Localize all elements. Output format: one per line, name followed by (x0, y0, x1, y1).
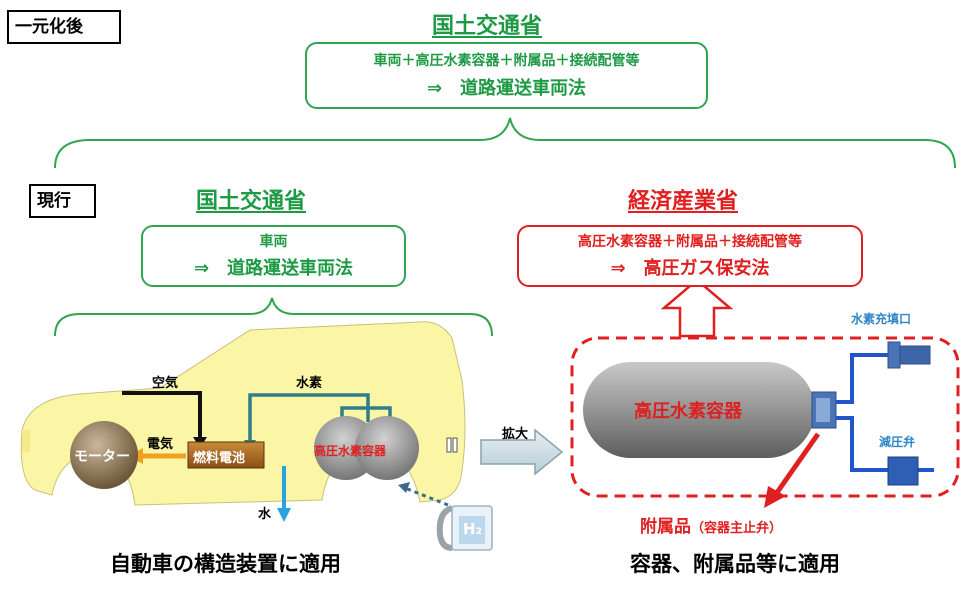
current-tag: 現行 (29, 184, 96, 218)
pipe-receptacle (836, 353, 892, 404)
dispenser-hose (436, 505, 454, 551)
tank-right-shape (355, 416, 419, 480)
big-tank-label: 高圧水素容器 (634, 401, 742, 422)
current-left-items: 車両 (259, 234, 288, 250)
up-arrow (660, 278, 734, 338)
pipe-regulator (836, 416, 888, 472)
current-right-law: ⇒ 高圧ガス保安法 (610, 258, 770, 279)
receptacle-shape (887, 341, 901, 369)
after-ministry-title: 国土交通省 (432, 14, 543, 39)
current-left-ministry-title: 国土交通省 (196, 189, 307, 214)
regulator-shape (887, 456, 919, 486)
current-left-law-box: 車両 ⇒ 道路運送車両法 (141, 225, 406, 287)
current-right-ministry-title: 経済産業省 (628, 189, 739, 214)
accessory-arrow (773, 432, 821, 496)
air-line (122, 391, 202, 440)
current-right-law-box: 高圧水素容器＋附属品＋接続配管等 ⇒ 高圧ガス保安法 (517, 225, 863, 287)
motor-label: モーター (74, 449, 130, 465)
accessory-note: （容器主止弁） (691, 521, 783, 536)
hydrogen-label: 水素 (296, 376, 323, 391)
accessory-label: 附属品（容器主止弁） (640, 512, 782, 537)
top-brace (54, 117, 956, 169)
h2-label: H₂ (463, 520, 483, 538)
accessory-text: 附属品 (640, 517, 691, 537)
footer-right: 容器、附属品等に適用 (630, 552, 840, 576)
tank-label: 高圧水素容器 (314, 444, 387, 458)
regulator-label: 減圧弁 (879, 435, 916, 449)
after-items: 車両＋高圧水素容器＋附属品＋接続配管等 (373, 53, 640, 69)
fuel-cell-label: 燃料電池 (193, 451, 246, 466)
current-right-items: 高圧水素容器＋附属品＋接続配管等 (578, 234, 802, 250)
current-left-law: ⇒ 道路運送車両法 (193, 258, 354, 279)
big-tank-shape (583, 362, 815, 458)
after-law-box: 車両＋高圧水素容器＋附属品＋接続配管等 ⇒ 道路運送車両法 (305, 42, 708, 109)
after-law: ⇒ 道路運送車両法 (426, 78, 587, 99)
zoom-arrow-label: 拡大 (502, 427, 529, 442)
air-label: 空気 (152, 376, 179, 391)
receptacle-label: 水素充填口 (851, 312, 912, 326)
electricity-label: 電気 (147, 437, 174, 452)
footer-left: 自動車の構造装置に適用 (110, 552, 341, 576)
zoom-region (570, 336, 960, 498)
water-label: 水 (258, 507, 272, 522)
fuel-cell-shape (187, 441, 265, 469)
left-brace (54, 297, 493, 337)
motor-shape (70, 421, 138, 489)
after-tag: 一元化後 (7, 10, 121, 44)
zoom-arrow (480, 428, 564, 476)
